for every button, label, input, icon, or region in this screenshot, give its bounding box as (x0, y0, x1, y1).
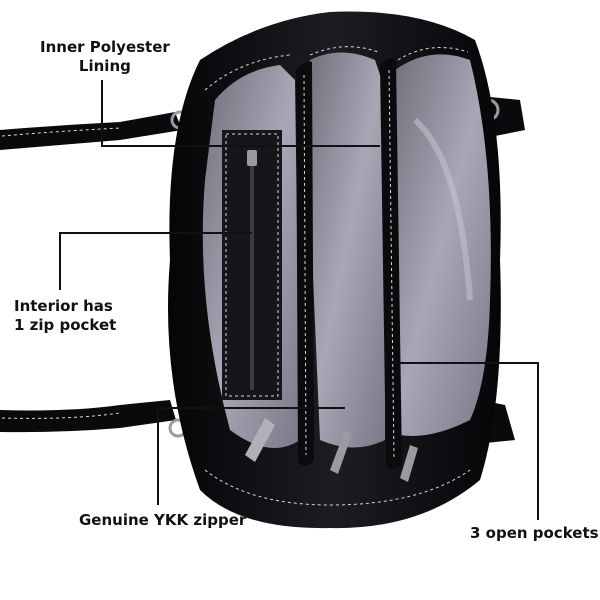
right-compartment-lining (390, 54, 491, 436)
zip-pocket-label: Interior has 1 zip pocket (14, 297, 116, 335)
top-left-strap (0, 110, 190, 150)
open-pockets-callout-line (395, 362, 539, 520)
ykk-callout-line (157, 407, 345, 505)
zip-pocket-label-line2: 1 zip pocket (14, 316, 117, 334)
inner-lining-label: Inner Polyester Lining (40, 38, 170, 76)
lining-callout-line (101, 80, 380, 147)
callout-lines (59, 80, 539, 520)
middle-compartment-lining (305, 52, 385, 448)
zipper-pull-icon (247, 150, 257, 166)
zip-pocket-label-line1: Interior has (14, 297, 113, 315)
open-pockets-label: 3 open pockets (470, 524, 599, 542)
inner-lining-label-line2: Lining (78, 57, 131, 75)
zip-callout-line (59, 232, 252, 290)
inner-lining-label-line1: Inner Polyester (40, 38, 170, 56)
ykk-zipper-label: Genuine YKK zipper (79, 511, 247, 529)
front-zipper-pulls (245, 418, 418, 482)
